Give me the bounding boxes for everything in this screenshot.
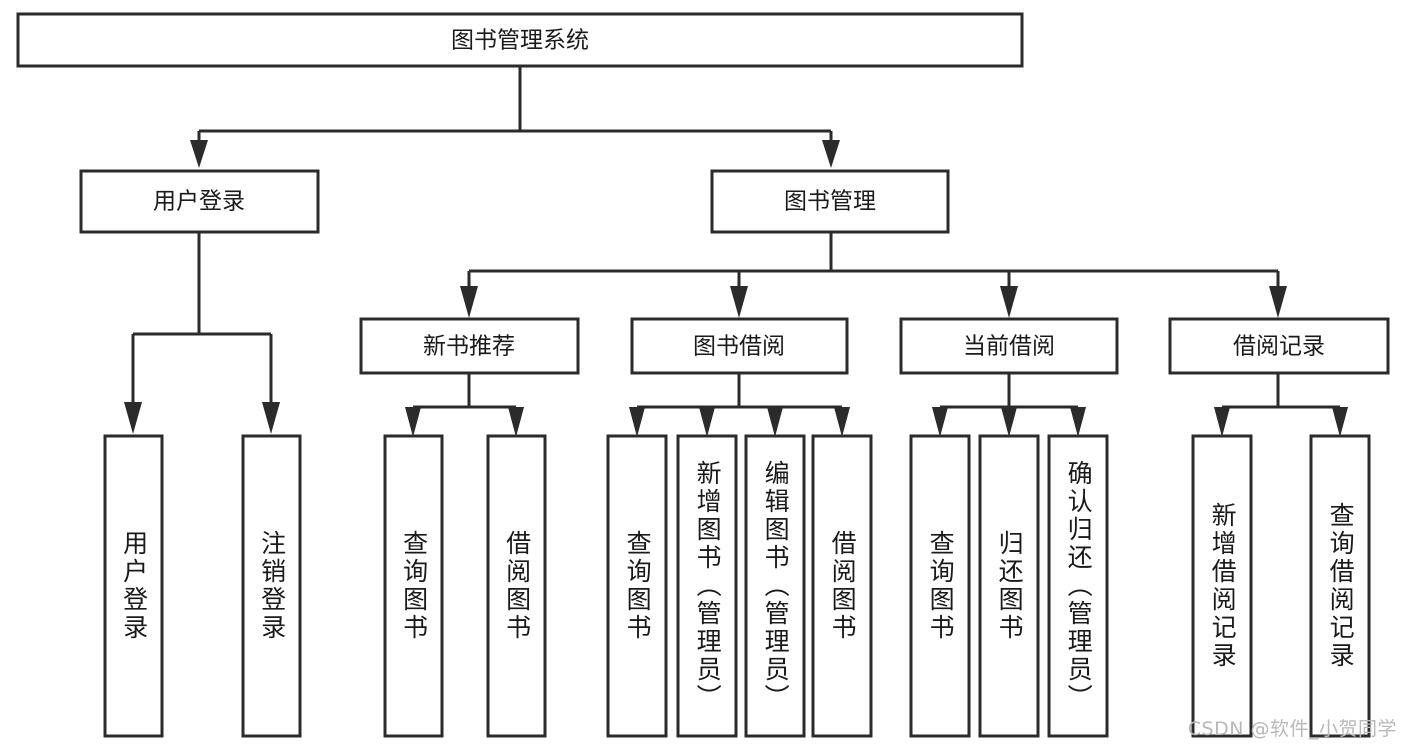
arrow-head-leaf-edit-book	[767, 407, 783, 437]
node-borrow-record[interactable]	[1168, 317, 1390, 375]
node-borrow-record-label: 借阅记录	[1233, 334, 1325, 360]
node-leaf-user-login[interactable]	[103, 434, 164, 738]
connector-group-new-book-rec	[405, 374, 524, 437]
node-leaf-borrow-book-1[interactable]	[486, 434, 547, 738]
node-book-manage-label: 图书管理	[784, 189, 876, 215]
node-leaf-edit-book[interactable]	[744, 434, 806, 738]
node-leaf-query-book-3[interactable]	[909, 434, 971, 738]
arrow-head-book-manage	[822, 140, 840, 168]
arrow-head-leaf-query-book-2	[629, 407, 645, 437]
node-user-login-label: 用户登录	[153, 189, 245, 215]
connector-group-user-login	[124, 233, 280, 434]
node-leaf-add-book[interactable]	[676, 434, 738, 738]
connector-group-current-borrow	[932, 374, 1086, 437]
arrow-head-leaf-query-book-1	[405, 407, 421, 437]
connector-group-root	[190, 66, 840, 168]
node-leaf-borrow-book-2[interactable]	[811, 434, 873, 738]
arrow-head-current-borrow	[1000, 286, 1018, 318]
node-root-label: 图书管理系统	[451, 28, 589, 54]
connector-group-book-manage	[460, 233, 1287, 318]
arrow-head-leaf-logout	[262, 402, 280, 434]
connector-group-book-borrow	[629, 374, 850, 437]
connector-group-borrow-record	[1214, 374, 1348, 437]
node-leaf-query-book-1[interactable]	[383, 434, 444, 738]
node-book-borrow-label: 图书借阅	[693, 334, 785, 360]
node-leaf-confirm-return[interactable]	[1047, 434, 1109, 738]
node-leaf-query-book-2[interactable]	[606, 434, 668, 738]
node-leaf-logout[interactable]	[241, 434, 302, 738]
arrow-head-leaf-add-book	[699, 407, 715, 437]
node-current-borrow-label: 当前借阅	[963, 334, 1055, 360]
node-new-book-rec[interactable]	[359, 317, 580, 375]
arrow-head-leaf-add-record	[1214, 407, 1230, 437]
node-leaf-query-record[interactable]	[1309, 434, 1371, 738]
arrow-head-leaf-borrow-book-1	[508, 407, 524, 437]
csdn-watermark: CSDN @软件_小贺同学	[1187, 718, 1397, 740]
arrow-head-new-book-rec	[460, 286, 478, 318]
arrow-head-leaf-query-record	[1332, 407, 1348, 437]
arrow-head-leaf-query-book-3	[932, 407, 948, 437]
arrow-head-leaf-return-book	[1001, 407, 1017, 437]
arrow-head-leaf-confirm-return	[1070, 407, 1086, 437]
arrow-head-leaf-user-login	[124, 402, 142, 434]
node-leaf-return-book[interactable]	[978, 434, 1040, 738]
arrow-head-book-borrow	[730, 286, 748, 318]
arrow-head-user-login	[190, 140, 208, 168]
node-current-borrow[interactable]	[899, 317, 1119, 375]
node-leaf-add-record[interactable]	[1191, 434, 1253, 738]
node-root[interactable]	[16, 12, 1024, 68]
arrow-head-leaf-borrow-book-2	[834, 407, 850, 437]
node-book-borrow[interactable]	[630, 317, 849, 375]
node-user-login[interactable]	[79, 169, 320, 234]
node-new-book-rec-label: 新书推荐	[423, 334, 515, 360]
arrow-head-borrow-record	[1269, 286, 1287, 318]
node-book-manage[interactable]	[710, 169, 950, 234]
